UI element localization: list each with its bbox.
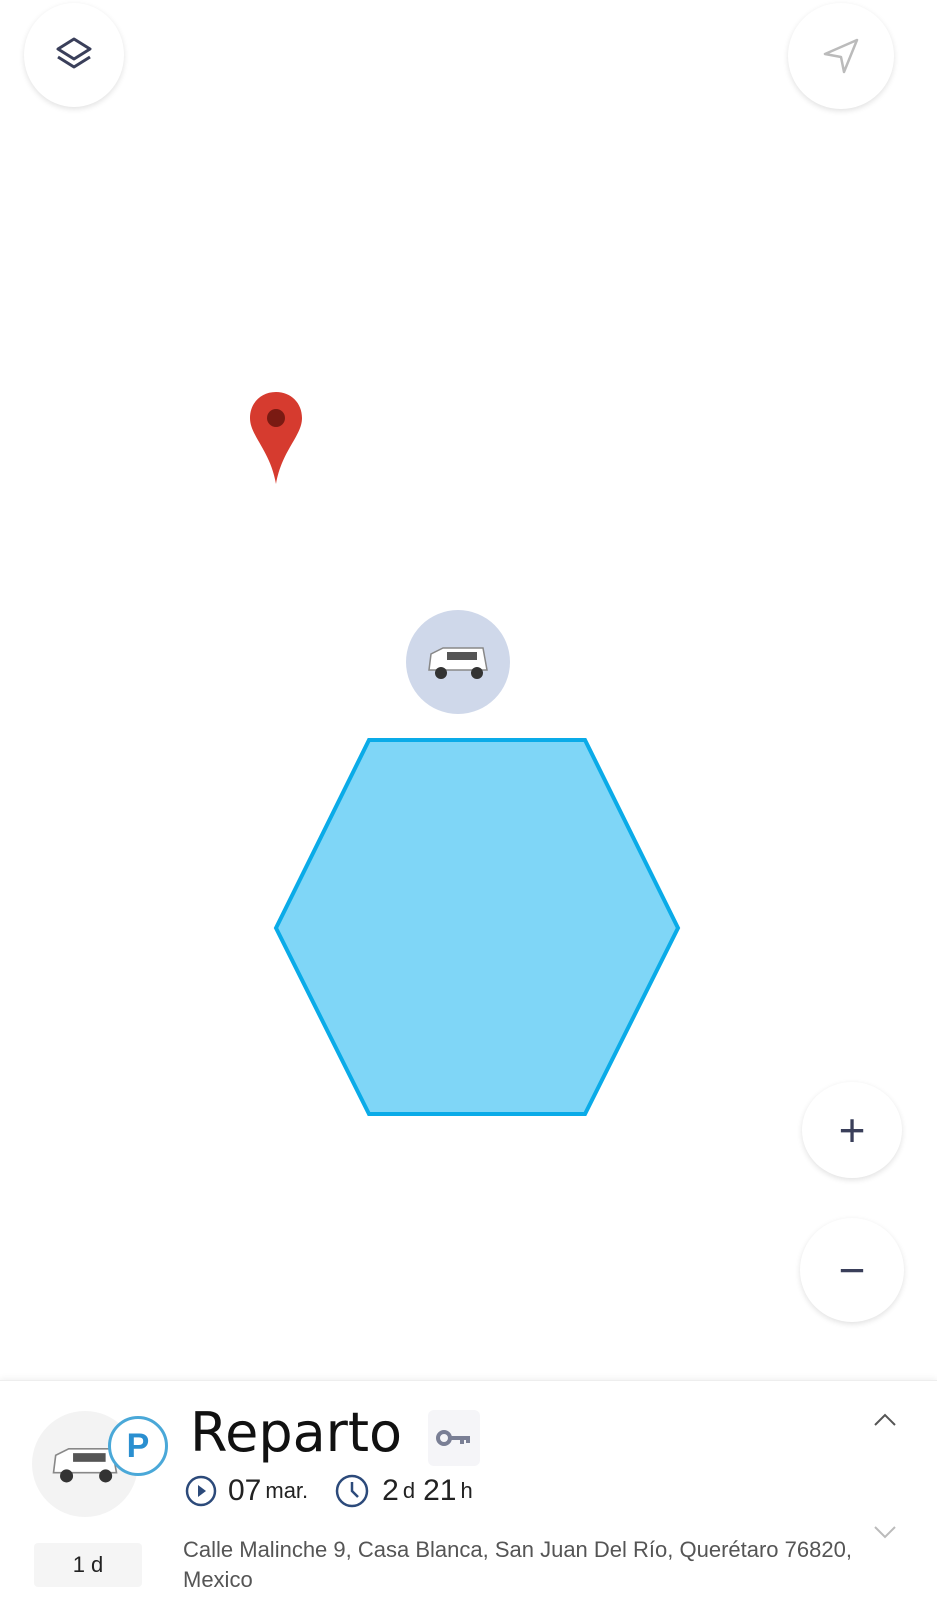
chevron-down-icon[interactable]: [873, 1521, 897, 1547]
parked-status-badge: P: [108, 1416, 168, 1476]
locate-button[interactable]: [788, 3, 894, 109]
navigation-arrow-icon: [823, 38, 859, 74]
van-icon: [428, 647, 488, 679]
age-badge: 1 d: [34, 1543, 142, 1587]
duration-days-unit: d: [402, 1478, 416, 1503]
layers-icon: [56, 37, 92, 69]
plus-icon: +: [838, 1104, 866, 1156]
duration-days: 2: [382, 1474, 399, 1507]
van-icon: [52, 1447, 118, 1483]
zoom-out-button[interactable]: −: [800, 1218, 904, 1322]
geofence-hexagon[interactable]: [270, 735, 684, 1119]
start-date-day: 07: [228, 1474, 262, 1507]
clock-icon: [335, 1474, 369, 1508]
vehicle-marker[interactable]: [406, 610, 510, 714]
minus-icon: −: [838, 1244, 866, 1296]
duration-hours-unit: h: [460, 1478, 473, 1503]
map-canvas[interactable]: + −: [0, 0, 937, 1380]
start-date-month: mar.: [265, 1478, 309, 1503]
location-pin-icon[interactable]: [248, 390, 304, 486]
layers-button[interactable]: [24, 3, 124, 107]
address: Calle Malinche 9, Casa Blanca, San Juan …: [183, 1537, 852, 1592]
chevron-up-icon[interactable]: [873, 1373, 897, 1433]
duration-hours: 21: [423, 1474, 457, 1507]
key-icon: [436, 1430, 470, 1446]
vehicle-info-panel[interactable]: P Reparto 07 mar. 2 d 21 h 1 d Calle Mal…: [0, 1380, 937, 1622]
ignition-key-indicator: [428, 1410, 480, 1466]
zoom-in-button[interactable]: +: [802, 1082, 902, 1178]
vehicle-title: Reparto: [190, 1401, 403, 1464]
trip-meta: 07 mar. 2 d 21 h: [184, 1473, 473, 1509]
play-circle-icon: [185, 1475, 217, 1507]
